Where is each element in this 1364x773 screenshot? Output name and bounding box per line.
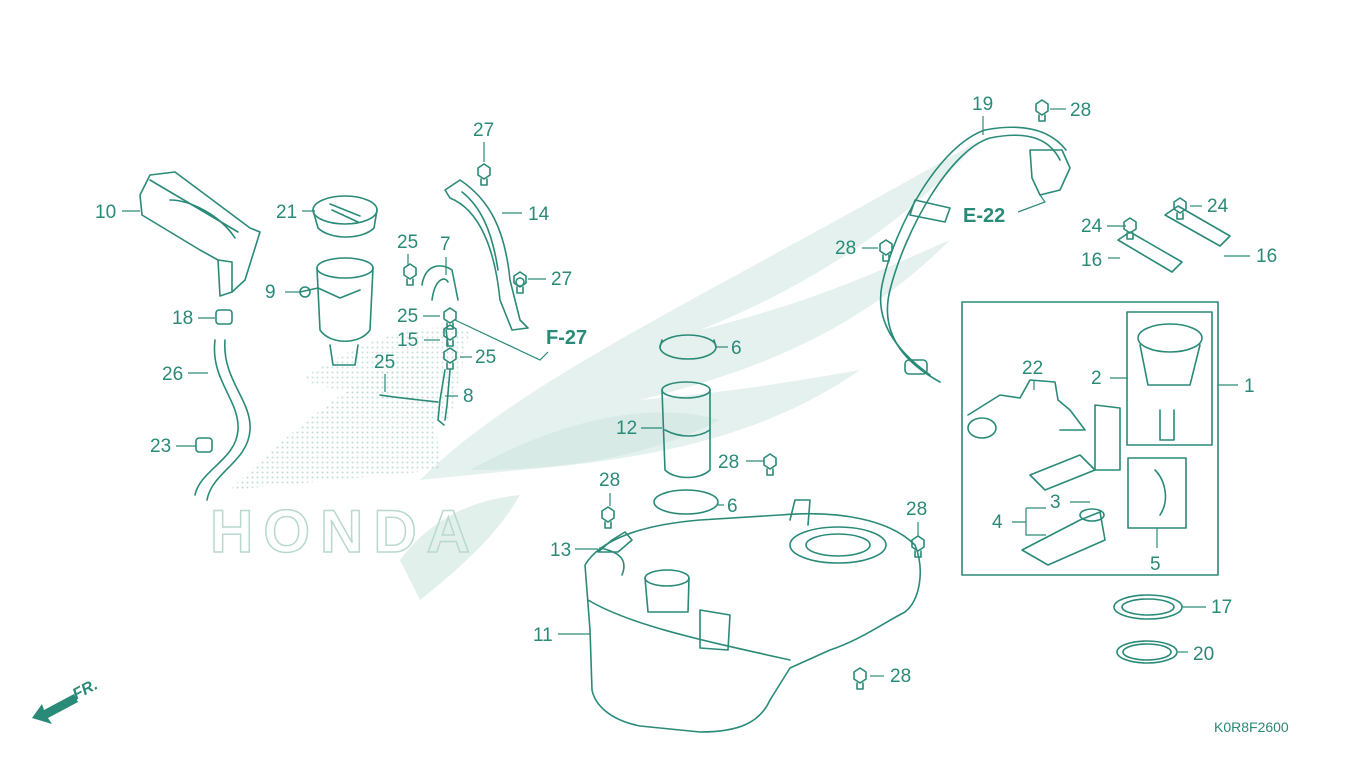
bolt-icon bbox=[879, 239, 893, 262]
callout-22: 22 bbox=[1022, 358, 1043, 379]
bolt-icon bbox=[601, 506, 615, 529]
callout-9: 9 bbox=[265, 282, 276, 303]
callout-6: 6 bbox=[727, 496, 738, 517]
callout-12: 12 bbox=[616, 418, 637, 439]
callout-19: 19 bbox=[972, 94, 993, 115]
callout-11: 11 bbox=[533, 625, 553, 646]
part-bracket bbox=[444, 179, 529, 331]
callout-18: 18 bbox=[172, 308, 193, 329]
callout-6: 6 bbox=[731, 338, 742, 359]
callout-27: 27 bbox=[473, 120, 494, 141]
part-retaining-plate-left bbox=[1117, 231, 1183, 273]
bolt-icon bbox=[763, 453, 777, 476]
callout-26: 26 bbox=[162, 364, 183, 385]
callout-28: 28 bbox=[906, 499, 927, 520]
part-drain-hose bbox=[194, 309, 251, 501]
callout-28: 28 bbox=[718, 452, 739, 473]
part-fuel-cap bbox=[312, 195, 378, 238]
callout-4: 4 bbox=[992, 512, 1003, 533]
front-direction-indicator: FR. bbox=[32, 676, 101, 724]
callout-5: 5 bbox=[1150, 554, 1161, 575]
part-packing-ring bbox=[1113, 594, 1183, 620]
drawing-code: K0R8F2600 bbox=[1214, 719, 1289, 735]
callout-16: 16 bbox=[1081, 250, 1102, 271]
callout-13: 13 bbox=[550, 540, 571, 561]
cross-reference-e22: E-22 bbox=[963, 194, 1046, 227]
callout-25: 25 bbox=[397, 306, 418, 327]
cross-reference-f27: F-27 bbox=[454, 319, 587, 361]
callout-16: 16 bbox=[1256, 246, 1277, 267]
part-clip bbox=[597, 531, 633, 553]
wing-logo-watermark bbox=[230, 140, 980, 600]
part-filler-tray bbox=[139, 171, 261, 297]
callout-15: 15 bbox=[397, 330, 418, 351]
leader-lines bbox=[122, 108, 1250, 677]
callout-20: 20 bbox=[1193, 644, 1214, 665]
callout-25: 25 bbox=[475, 347, 496, 368]
callout-2: 2 bbox=[1091, 368, 1102, 389]
part-connector-hose bbox=[661, 381, 711, 479]
cross-ref-label: F-27 bbox=[546, 327, 587, 349]
callout-28: 28 bbox=[890, 666, 911, 687]
front-arrow-icon bbox=[32, 694, 78, 724]
bolt-icon bbox=[443, 347, 457, 370]
callout-28: 28 bbox=[1070, 100, 1091, 121]
callout-1: 1 bbox=[1244, 376, 1255, 397]
callout-10: 10 bbox=[95, 202, 116, 223]
callout-3: 3 bbox=[1050, 492, 1061, 513]
bolt-icon bbox=[1035, 99, 1049, 122]
callout-17: 17 bbox=[1211, 597, 1232, 618]
bolt-icon bbox=[1123, 217, 1137, 240]
bolt-icon bbox=[1173, 197, 1187, 220]
callout-27: 27 bbox=[551, 269, 572, 290]
leader-line bbox=[1012, 507, 1046, 536]
callout-14: 14 bbox=[528, 204, 550, 225]
part-clamp-lower bbox=[653, 489, 719, 515]
fastener-group bbox=[403, 99, 1187, 690]
callout-28: 28 bbox=[835, 238, 856, 259]
callout-8: 8 bbox=[463, 386, 474, 407]
callout-23: 23 bbox=[150, 436, 171, 457]
callout-25: 25 bbox=[397, 232, 418, 253]
part-fuel-tank bbox=[584, 499, 921, 733]
bolt-icon bbox=[853, 667, 867, 690]
part-fuel-line bbox=[879, 126, 1071, 383]
bolt-icon bbox=[403, 263, 417, 286]
callout-21: 21 bbox=[276, 202, 297, 223]
part-setting-plate bbox=[1116, 640, 1178, 664]
callout-24: 24 bbox=[1081, 216, 1103, 237]
bolt-icon bbox=[443, 324, 457, 347]
callout-24: 24 bbox=[1207, 196, 1229, 217]
callout-7: 7 bbox=[440, 234, 451, 255]
callout-28: 28 bbox=[599, 470, 620, 491]
callout-25: 25 bbox=[374, 352, 395, 373]
brand-watermark: HONDA bbox=[210, 498, 480, 565]
bolt-icon bbox=[477, 163, 491, 186]
cross-ref-label: E-22 bbox=[963, 205, 1005, 227]
bolt-icon bbox=[443, 307, 457, 330]
bolt-icon bbox=[513, 271, 527, 294]
part-fuel-pump-assembly bbox=[961, 301, 1219, 576]
